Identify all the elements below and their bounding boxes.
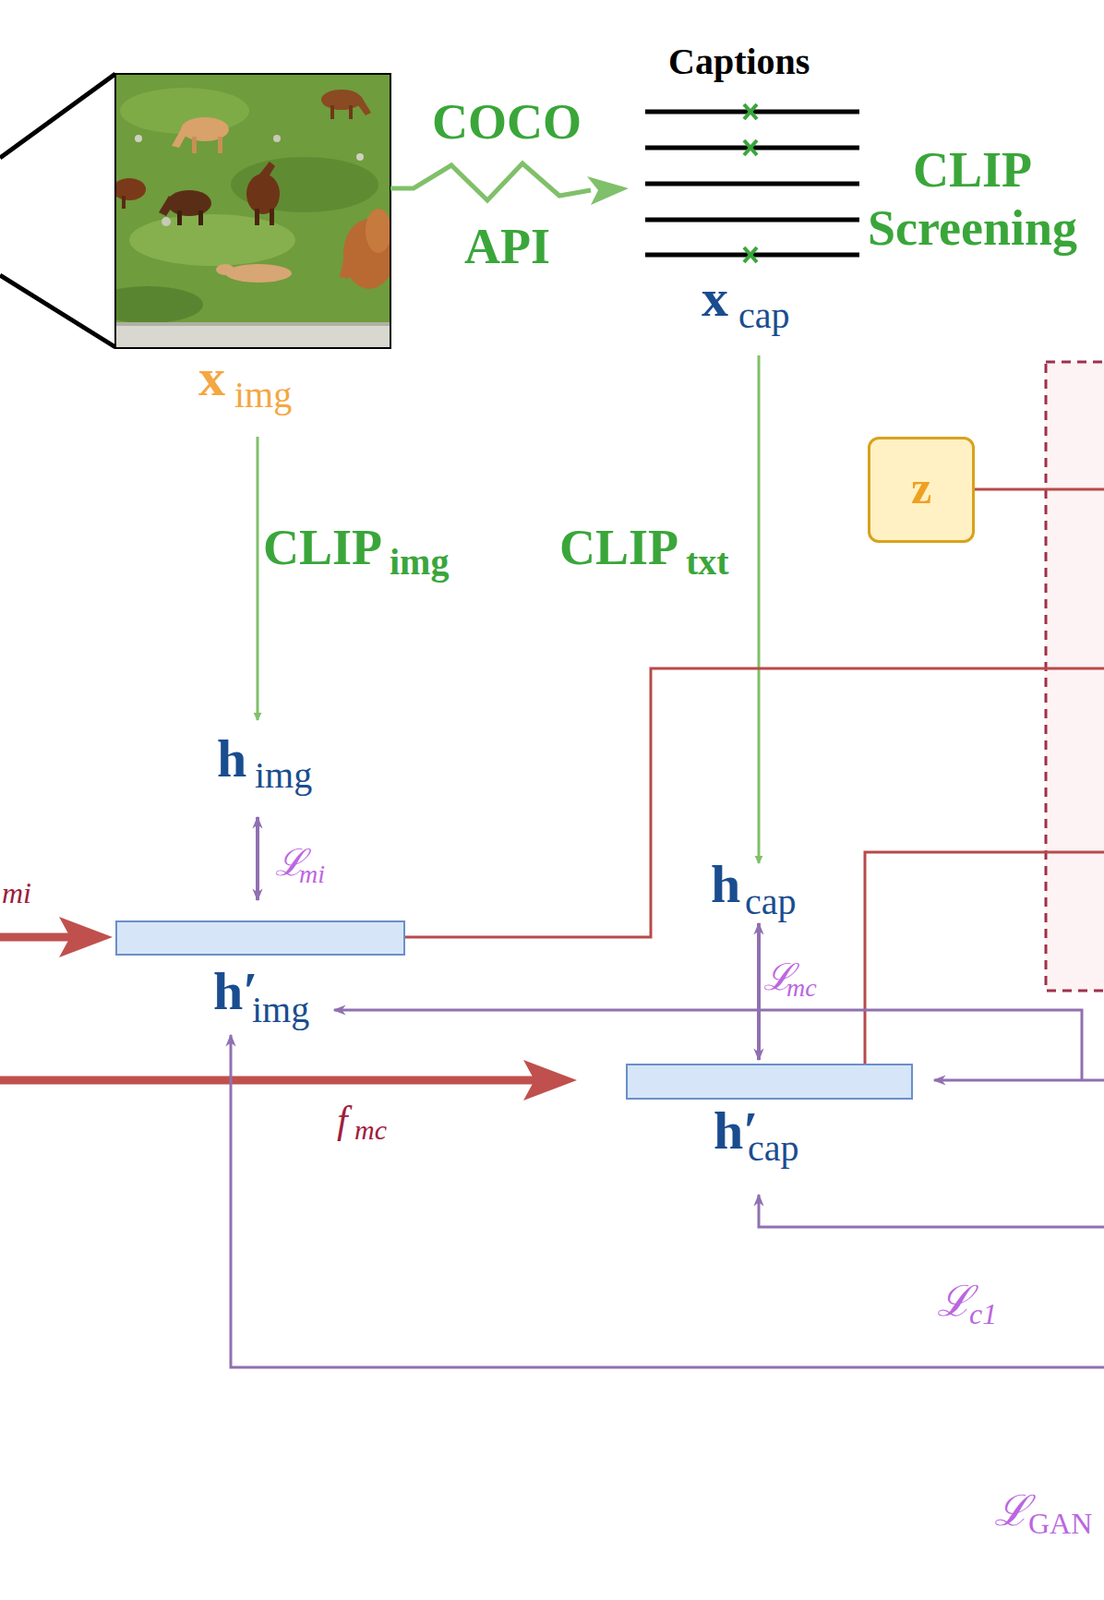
rock	[134, 134, 143, 143]
function-subscript: mi	[1, 877, 32, 908]
photo-frame	[115, 73, 391, 348]
purple-line	[934, 1079, 1104, 1082]
heading: Captions	[668, 43, 810, 81]
api-arrow	[390, 163, 591, 201]
function-symbol: f	[336, 1100, 348, 1140]
symbol: h	[710, 857, 741, 912]
symbol: h′	[213, 964, 259, 1019]
clip-img-arrow	[256, 436, 260, 720]
symbol: x	[198, 350, 226, 405]
symbol-subscript: img	[234, 376, 292, 414]
grass-patch	[115, 286, 204, 324]
loss-mi-arrow	[255, 816, 260, 900]
zoom-line	[0, 73, 116, 158]
encoder-label: CLIP	[559, 522, 679, 573]
screening-label: Screening	[867, 203, 1078, 253]
symbol: x	[701, 271, 729, 325]
dashed-region	[1045, 361, 1104, 991]
symbol-subscript: img	[254, 756, 312, 794]
zoom-line	[0, 275, 116, 348]
horse	[171, 117, 229, 154]
horse	[115, 178, 146, 209]
purple-line	[230, 1034, 1104, 1368]
purple-line	[758, 1194, 1104, 1227]
rock	[356, 153, 364, 161]
encoder-subscript: txt	[685, 543, 730, 581]
caption-lines	[645, 111, 860, 255]
horse	[158, 190, 212, 226]
loss-symbol: ℒ	[936, 1280, 972, 1323]
arrow-head	[587, 176, 629, 205]
variable-symbol: z	[911, 464, 932, 511]
embedding-box: h′cap	[625, 1063, 913, 1100]
horse	[246, 161, 280, 226]
symbol-subscript: img	[252, 991, 310, 1029]
rock	[161, 216, 171, 227]
log	[115, 322, 391, 326]
api-label: COCO	[432, 96, 582, 147]
clip-txt-arrow	[757, 355, 761, 864]
screening-label: CLIP	[912, 144, 1032, 195]
rock	[273, 134, 281, 143]
symbol-subscript: cap	[744, 883, 797, 921]
encoder-label: CLIP	[263, 522, 383, 573]
cap-feature-line	[864, 852, 1104, 1064]
fmc-arrow	[0, 1076, 540, 1085]
symbol-subscript: cap	[738, 297, 791, 335]
loss-subscript: mi	[299, 861, 325, 888]
horse	[216, 264, 292, 283]
horse-photo	[115, 73, 391, 348]
loss-subscript: mc	[786, 974, 817, 1001]
log	[115, 324, 391, 348]
variable-box: z	[867, 436, 975, 543]
function-subscript: mc	[354, 1116, 387, 1144]
loss-subscript: c1	[969, 1298, 997, 1329]
arrow-head	[523, 1059, 577, 1101]
loss-subscript: GAN	[1028, 1508, 1092, 1538]
loss-mc-arrow	[756, 923, 761, 1060]
loss-symbol: ℒ	[994, 1489, 1030, 1533]
embedding-box: h′img	[115, 920, 406, 956]
horse	[339, 208, 391, 289]
img-feature-line	[405, 668, 1104, 937]
reject-marks	[744, 104, 757, 263]
symbol-subscript: cap	[747, 1129, 800, 1167]
arrow-head	[59, 916, 113, 958]
fmi-arrow	[0, 933, 74, 942]
horse	[321, 89, 372, 120]
z-line	[974, 488, 1104, 492]
api-label: API	[464, 221, 551, 272]
encoder-subscript: img	[389, 543, 449, 581]
symbol: h	[216, 732, 247, 786]
